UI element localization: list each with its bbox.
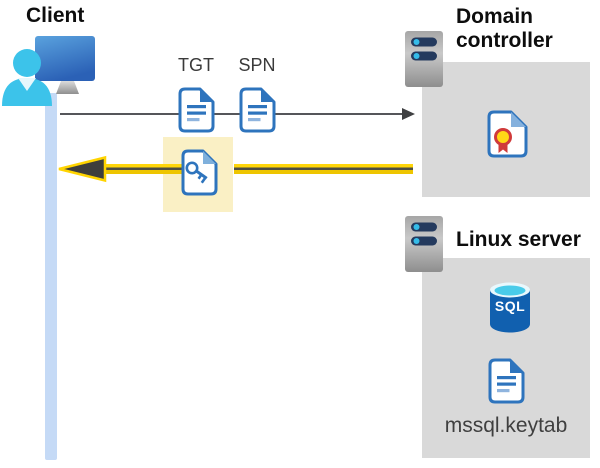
- request-arrowhead-icon: [402, 108, 415, 120]
- monitor-stand-icon: [56, 81, 79, 94]
- request-arrow-line: [60, 113, 405, 115]
- domain-controller-server-icon: [405, 31, 443, 87]
- spn-label: SPN: [238, 55, 276, 75]
- monitor-icon: [35, 36, 95, 81]
- client-label: Client: [26, 4, 85, 27]
- response-arrow-line-left: [96, 164, 216, 174]
- response-arrowhead-icon: [58, 155, 107, 183]
- tgt-label: TGT: [178, 55, 214, 75]
- seal-icon: [494, 128, 512, 146]
- keytab-file-icon: [488, 358, 525, 404]
- person-collar-icon: [18, 78, 36, 91]
- person-head-icon: [13, 49, 41, 77]
- key-icon: [185, 161, 208, 184]
- response-arrow-line-right: [234, 164, 413, 174]
- linux-server-icon: [405, 216, 443, 272]
- certificate-icon: [487, 110, 528, 158]
- person-body-icon: [2, 78, 52, 106]
- tgt-ticket-document-icon: [178, 87, 215, 133]
- sql-database-icon: [490, 282, 530, 333]
- linux-server-label: Linux server: [456, 228, 581, 251]
- key-document-icon: [181, 149, 218, 196]
- sql-icon-text: SQL: [494, 298, 526, 314]
- keytab-filename-label: mssql.keytab: [444, 414, 568, 437]
- client-computer-icon: [2, 36, 95, 106]
- spn-document-icon: [239, 87, 276, 133]
- client-timeline-bar: [45, 93, 57, 460]
- domain-controller-label: Domain controller: [456, 5, 553, 52]
